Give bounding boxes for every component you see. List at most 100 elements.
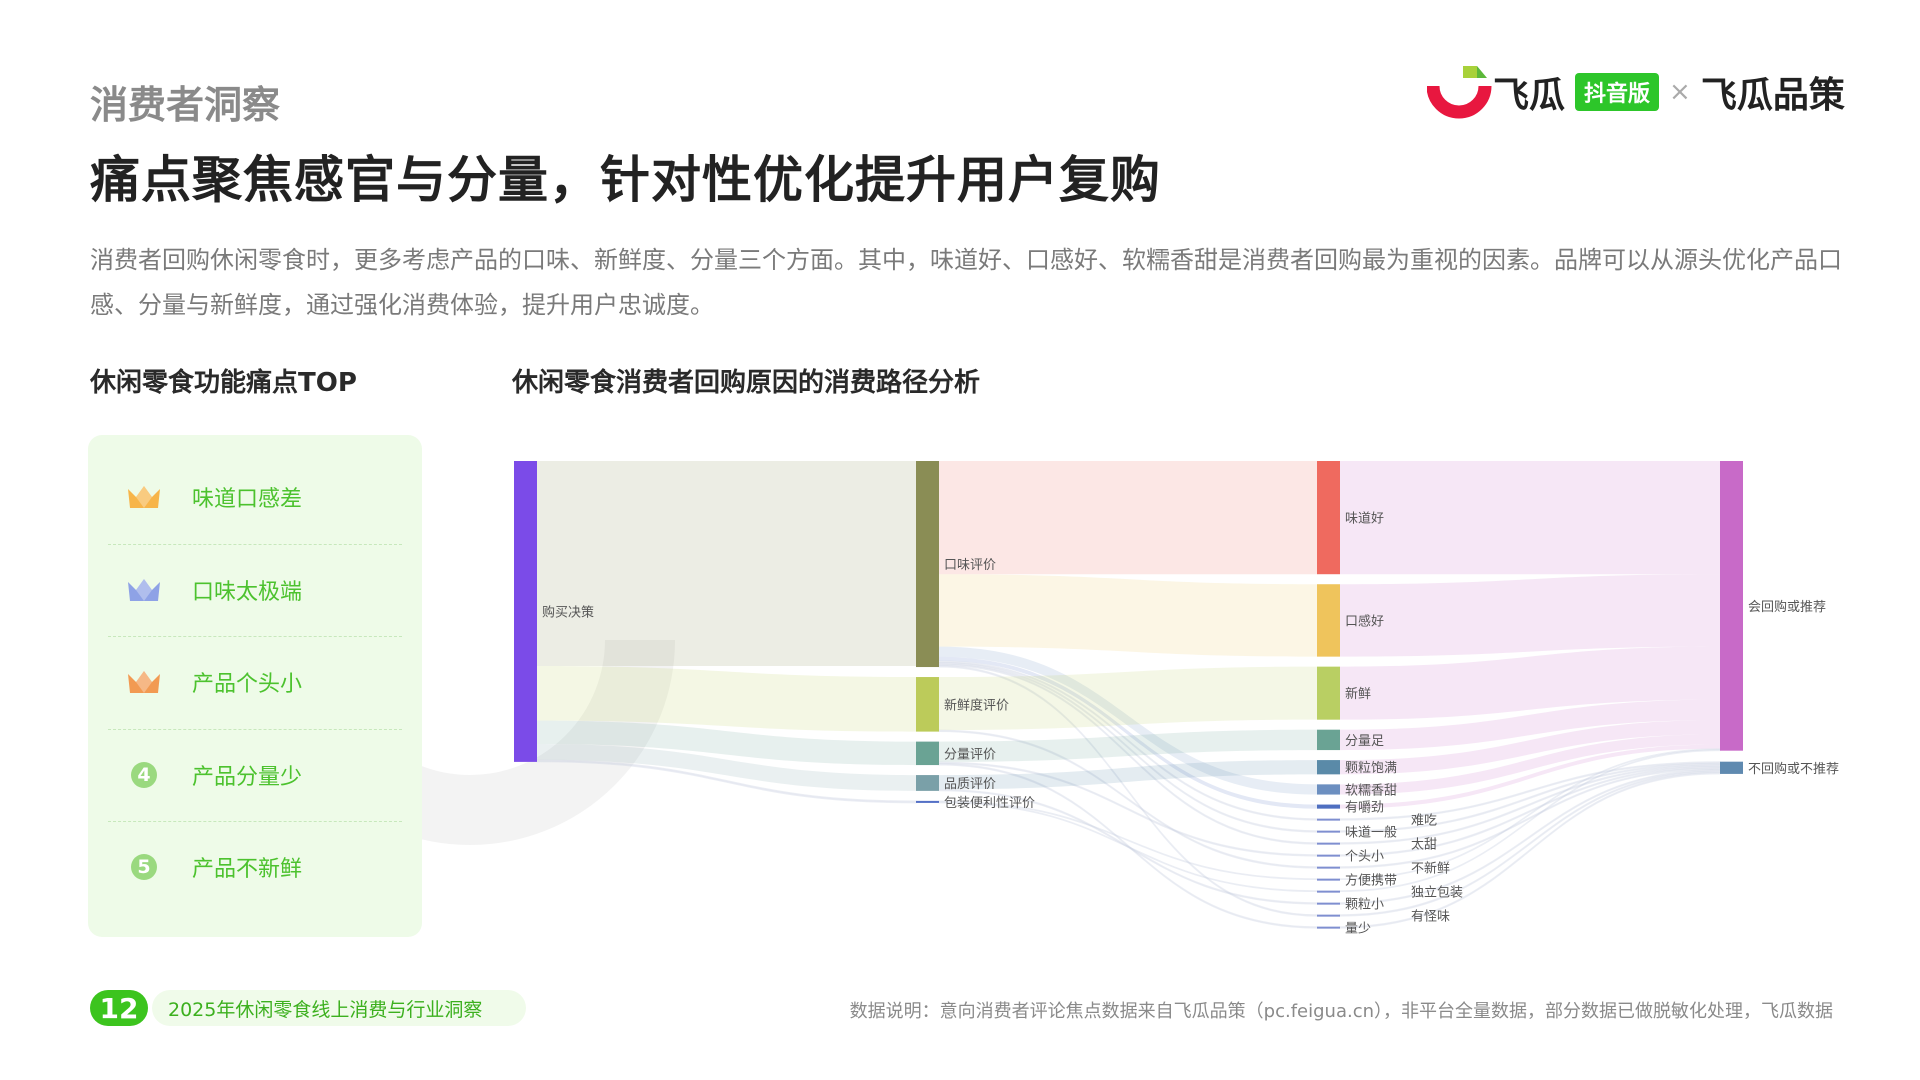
sankey-link — [939, 574, 1317, 657]
sankey-link — [939, 646, 1317, 795]
sankey-node-label: 味道一般 — [1345, 825, 1397, 841]
sankey-node-label: 量少 — [1345, 922, 1371, 937]
pain-point-item: 4 产品分量少 — [108, 729, 402, 821]
sankey-node — [1317, 902, 1340, 905]
pain-point-label: 产品分量少 — [192, 764, 303, 790]
sankey-link — [939, 656, 1317, 809]
sankey-node — [1720, 761, 1743, 774]
sankey-node — [1317, 461, 1340, 575]
sankey-node-label: 不回购或不推荐 — [1748, 761, 1839, 777]
sankey-node — [1720, 461, 1743, 751]
section-kicker: 消费者洞察 — [90, 83, 281, 127]
sankey-node-label: 分量评价 — [944, 747, 996, 762]
sankey-link — [1340, 574, 1720, 657]
sankey-link — [939, 461, 1317, 575]
pain-point-item: 产品个头小 — [108, 636, 402, 728]
sankey-node-label: 口感好 — [1345, 613, 1384, 629]
sankey-node-label: 方便携带 — [1345, 873, 1397, 889]
sankey-link — [537, 666, 916, 732]
silver-crown-icon — [116, 578, 172, 602]
description: 消费者回购休闲零食时，更多考虑产品的口味、新鲜度、分量三个方面。其中，味道好、口… — [90, 246, 1842, 319]
sankey-node-label: 味道好 — [1345, 512, 1384, 527]
sankey-node — [1317, 584, 1340, 657]
pain-point-label: 产品不新鲜 — [192, 857, 303, 882]
sankey-node-label: 包装便利性评价 — [944, 796, 1035, 811]
sankey-node-label: 有嚼劲 — [1345, 801, 1384, 816]
sankey-link — [1340, 734, 1720, 795]
number-badge-icon: 5 — [116, 854, 172, 880]
sankey-node-label: 新鲜度评价 — [944, 697, 1009, 713]
sankey-link — [1340, 720, 1720, 775]
sankey-node — [916, 461, 939, 668]
sankey-node — [514, 461, 537, 762]
sankey-node — [916, 677, 939, 732]
pain-points-panel: 味道口感差口味太极端产品个头小 4 产品分量少 5 产品不新鲜 — [88, 435, 422, 937]
pain-point-item: 口味太极端 — [108, 544, 402, 636]
sankey-node-label: 新鲜 — [1345, 686, 1371, 702]
sankey-node — [1317, 842, 1340, 845]
sankey-node — [1317, 890, 1340, 893]
left-section-title: 休闲零食功能痛点TOP — [90, 368, 357, 398]
sankey-node-label: 软糯香甜 — [1345, 782, 1397, 798]
pain-point-label: 味道口感差 — [192, 487, 303, 512]
number-badge-icon: 4 — [116, 761, 172, 788]
logo: 飞瓜 抖音版 × 飞瓜品策 — [1427, 62, 1845, 122]
sankey-node — [1317, 830, 1340, 833]
sankey-node-label: 难吃 — [1411, 813, 1437, 829]
page-title: 痛点聚焦感官与分量，针对性优化提升用户复购 — [90, 151, 1161, 209]
gold-crown-icon — [116, 485, 172, 509]
times-sign: × — [1669, 77, 1691, 107]
sankey-link — [537, 720, 916, 766]
sankey-link — [939, 666, 1317, 731]
sankey-node — [916, 775, 939, 791]
sankey-link — [537, 744, 916, 791]
sankey-node-label: 个头小 — [1345, 850, 1384, 865]
divider — [108, 636, 402, 637]
sankey-node — [1317, 804, 1340, 809]
pain-point-label: 口味太极端 — [192, 579, 303, 605]
sankey-link — [1340, 699, 1720, 751]
pain-point-item: 味道口感差 — [108, 451, 402, 543]
douyin-badge: 抖音版 — [1575, 73, 1660, 111]
sankey-node — [1317, 926, 1340, 929]
divider — [108, 543, 402, 545]
sankey-node — [1317, 854, 1340, 857]
sankey-node-label: 颗粒饱满 — [1345, 761, 1397, 776]
bronze-crown-icon — [116, 670, 172, 694]
brand-feigua: 飞瓜 — [1493, 75, 1566, 116]
sankey-node-label: 独立包装 — [1411, 886, 1463, 901]
report-caption: 2025年休闲零食线上消费与行业洞察 — [152, 990, 526, 1026]
sankey-node-label: 不新鲜 — [1411, 861, 1450, 877]
sankey-node-label: 太甜 — [1411, 837, 1437, 853]
sankey-link — [939, 729, 1317, 763]
pain-point-label: 产品个头小 — [192, 672, 303, 697]
sankey-link — [1340, 744, 1720, 809]
data-note: 数据说明：意向消费者评论焦点数据来自飞瓜品策（pc.feigua.cn），非平台… — [849, 1001, 1833, 1022]
sankey-node — [1317, 666, 1340, 720]
feigua-logo-icon — [1427, 66, 1492, 119]
sankey-link — [537, 461, 916, 667]
sankey-link — [939, 760, 1317, 790]
pain-point-item: 5 产品不新鲜 — [108, 821, 402, 913]
sankey-node — [1317, 760, 1340, 775]
sankey-node — [1317, 914, 1340, 917]
sankey-link — [1340, 646, 1720, 720]
sankey-node — [916, 741, 939, 766]
sankey-node-label: 购买决策 — [542, 604, 594, 620]
sankey-node-label: 品质评价 — [944, 777, 996, 792]
sankey-node — [1317, 729, 1340, 751]
sankey-node-label: 会回购或推荐 — [1748, 599, 1826, 615]
sankey-node — [1317, 818, 1340, 821]
brand-pince: 飞瓜品策 — [1700, 75, 1845, 116]
sankey-link — [1340, 461, 1720, 575]
divider — [108, 821, 402, 822]
sankey-node — [1317, 784, 1340, 795]
sankey-node — [1317, 866, 1340, 869]
sankey-link — [938, 801, 1318, 893]
page-number: 12 — [90, 990, 148, 1026]
sankey-node-label: 颗粒小 — [1345, 898, 1384, 913]
sankey-node-label: 口味评价 — [944, 558, 996, 573]
chart-title: 休闲零食消费者回购原因的消费路径分析 — [512, 368, 981, 398]
sankey-node-label: 分量足 — [1345, 734, 1384, 749]
